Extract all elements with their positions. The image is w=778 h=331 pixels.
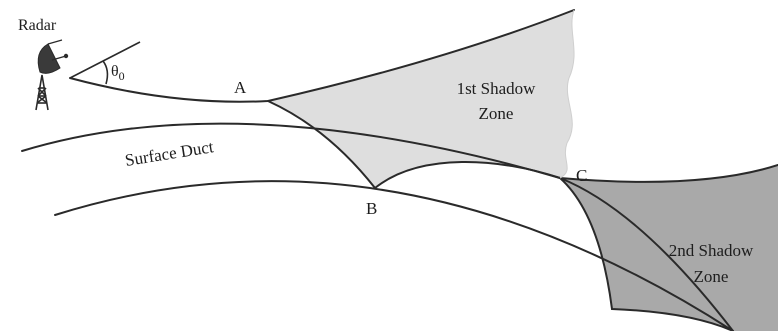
first-shadow-zone <box>268 10 575 188</box>
point-c-label: C <box>576 166 587 185</box>
radar-tower-icon <box>35 74 49 111</box>
radar-dish-icon <box>37 39 69 74</box>
second-shadow-zone <box>560 165 778 331</box>
point-a-label: A <box>234 78 247 97</box>
first-shadow-zone-label-line2: Zone <box>479 104 514 123</box>
ray-c-lower <box>559 177 734 331</box>
second-shadow-zone-label-line1: 2nd Shadow <box>669 241 754 260</box>
duct-boundary-curve <box>21 122 734 331</box>
ray-c-upper <box>559 164 778 183</box>
ray-a-to-b <box>267 100 376 189</box>
point-b-label: B <box>366 199 377 218</box>
theta-arc <box>102 60 109 85</box>
ray-upper <box>69 9 575 103</box>
second-shadow-zone-label-line2: Zone <box>694 267 729 286</box>
theta-label: θ0 <box>111 63 125 83</box>
elevation-line <box>69 41 141 79</box>
surface-duct-label: Surface Duct <box>124 137 215 170</box>
ray-b-to-c <box>374 160 561 189</box>
zone1-edge <box>559 9 575 179</box>
earth-surface-curve <box>54 180 734 331</box>
radar-label: Radar <box>18 17 57 34</box>
first-shadow-zone-label-line1: 1st Shadow <box>457 79 537 98</box>
